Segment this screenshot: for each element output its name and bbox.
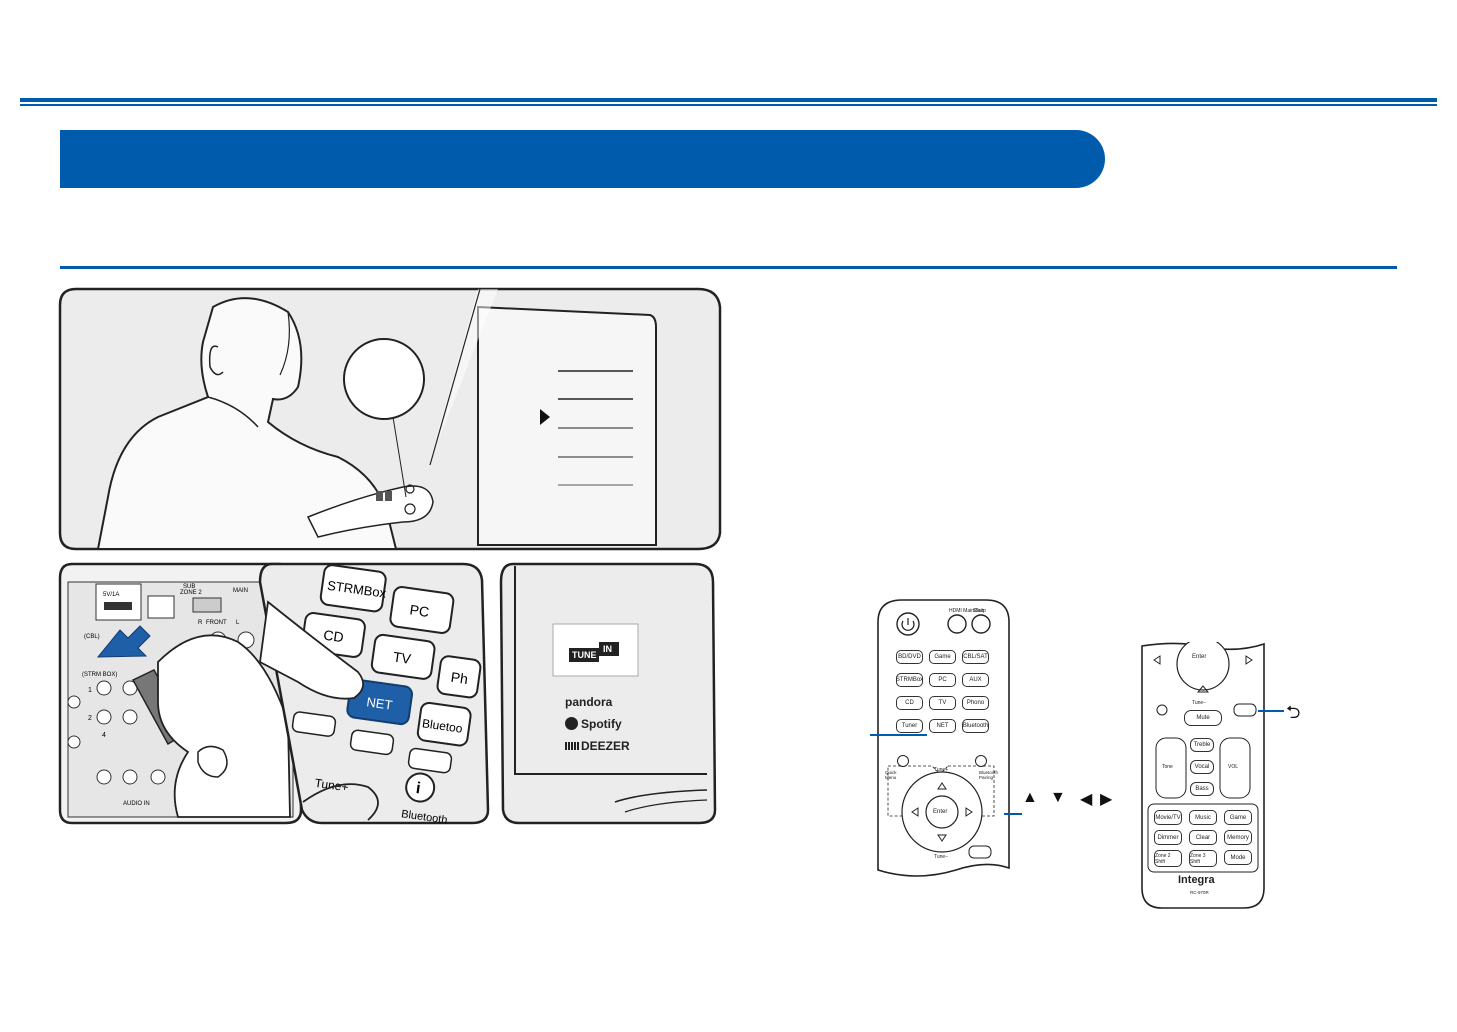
deezer-logo: DEEZER: [581, 739, 630, 753]
sleep-label: Sleep: [973, 608, 986, 614]
illustration-streaming-menu: TUNE IN pandora Spotify DEEZER: [445, 562, 717, 825]
tone-label: Tone: [1162, 764, 1173, 770]
l-label: L: [236, 620, 240, 626]
tv-button-small[interactable]: TV: [929, 696, 956, 710]
cbl-label: (CBL): [84, 634, 100, 640]
port-number-1: 1: [88, 687, 92, 694]
cbl-sat-button[interactable]: CBL/SAT: [962, 650, 989, 664]
bluetooth-button[interactable]: Bluetoo: [421, 716, 464, 736]
tuner-button[interactable]: Tuner: [896, 719, 923, 733]
mode-button[interactable]: Mode: [1224, 850, 1252, 865]
tune-minus-label-right: Tune−: [1192, 700, 1207, 706]
music-button[interactable]: Music: [1189, 810, 1217, 825]
bass-button[interactable]: Bass: [1190, 782, 1214, 796]
bluetooth-pairing-label-small: Bluetooth Pairing: [979, 770, 999, 780]
remote-controller-full: HDMI Main/Sub Sleep BD/DVD Game CBL/SAT …: [876, 598, 1011, 880]
illustration-usb-port: 5V/1A SUB ZONE 2 MAIN FRONT R L (STRM BO…: [58, 562, 303, 825]
strmbox-label: (STRM BOX): [82, 672, 117, 678]
phono-button[interactable]: Ph: [450, 669, 469, 687]
r-label: R: [198, 620, 203, 626]
spotify-icon: [565, 717, 578, 730]
vol-label: VOL: [1228, 764, 1239, 770]
subsection-rule: [60, 266, 1397, 269]
pc-button-small[interactable]: PC: [929, 673, 956, 687]
hdmi-label: HDMI Main/Sub: [949, 608, 985, 614]
header-rule-thin: [20, 104, 1437, 106]
enter-button-right[interactable]: Enter: [1192, 654, 1207, 660]
port-number-4: 4: [102, 732, 106, 739]
net-button[interactable]: NET: [366, 694, 394, 712]
deezer-icon: [565, 742, 579, 750]
remote-controller-lower: Enter Tune− Mute Treble Tone Vocal Bass …: [1140, 642, 1266, 910]
arrow-up-icon: ▲: [1022, 789, 1038, 806]
main-label: MAIN: [233, 588, 248, 594]
zone3-shift-button[interactable]: Zone 3 Shift: [1189, 850, 1217, 867]
return-callout-line: [1258, 710, 1284, 712]
phono-button[interactable]: Phono: [962, 696, 989, 710]
return-icon: ⮌: [1286, 702, 1301, 722]
tunein-logo-left: TUNE: [572, 650, 597, 660]
aux-button[interactable]: AUX: [962, 673, 989, 687]
movie-tv-button[interactable]: Movie/TV: [1154, 810, 1182, 825]
net-callout-line: [870, 734, 927, 736]
zone2-label: ZONE 2: [180, 590, 202, 596]
tune-minus-label-small: Tune−: [934, 854, 949, 860]
zone2-shift-button[interactable]: Zone 2 Shift: [1154, 850, 1182, 867]
strmbox-button-small[interactable]: STRMBox: [896, 673, 923, 687]
treble-button[interactable]: Treble: [1190, 738, 1214, 752]
front-label: FRONT: [206, 620, 227, 626]
cursor-callout-line: [1004, 813, 1022, 815]
vocal-button[interactable]: Vocal: [1190, 760, 1214, 774]
bd-dvd-button[interactable]: BD/DVD: [896, 650, 923, 664]
arrow-down-icon: ▼: [1050, 789, 1066, 806]
arrow-right-icon: ▶: [1100, 791, 1113, 808]
illustration-tv-viewing: [58, 287, 723, 551]
cd-button-small[interactable]: CD: [896, 696, 923, 710]
net-button-small[interactable]: NET: [929, 719, 956, 733]
game-button[interactable]: Game: [929, 650, 956, 664]
usb-label: 5V/1A: [103, 592, 119, 598]
pc-button[interactable]: PC: [409, 601, 430, 620]
illustration-net-button: STRMBox PC CD TV Ph NET Bluetoo Tune+ i …: [258, 562, 490, 827]
dimmer-button[interactable]: Dimmer: [1154, 830, 1182, 845]
bluetooth-button-small[interactable]: Bluetooth: [962, 719, 989, 733]
tune-plus-label-small: Tune+: [934, 767, 949, 773]
audio-in-label: AUDIO IN: [123, 801, 150, 807]
section-title-banner: [60, 130, 1105, 188]
arrow-left-icon: ◀: [1080, 791, 1093, 808]
sub-label: SUB: [183, 584, 195, 590]
header-rule-thick: [20, 98, 1437, 102]
port-number-2: 2: [88, 715, 92, 722]
brand-logo: Integra: [1178, 874, 1215, 886]
cd-button[interactable]: CD: [322, 627, 344, 646]
info-button[interactable]: i: [415, 780, 422, 797]
pandora-logo: pandora: [565, 695, 613, 709]
model-label: RC-970R: [1190, 890, 1209, 895]
mute-button[interactable]: Mute: [1184, 710, 1222, 726]
quick-menu-label: Quick Menu: [885, 770, 897, 780]
tv-button[interactable]: TV: [392, 649, 413, 667]
clear-button[interactable]: Clear: [1189, 830, 1217, 845]
game-mode-button[interactable]: Game: [1224, 810, 1252, 825]
spotify-logo: Spotify: [581, 717, 622, 731]
enter-button[interactable]: Enter: [933, 809, 948, 815]
memory-button[interactable]: Memory: [1224, 830, 1252, 845]
tunein-logo-right: IN: [603, 644, 612, 654]
